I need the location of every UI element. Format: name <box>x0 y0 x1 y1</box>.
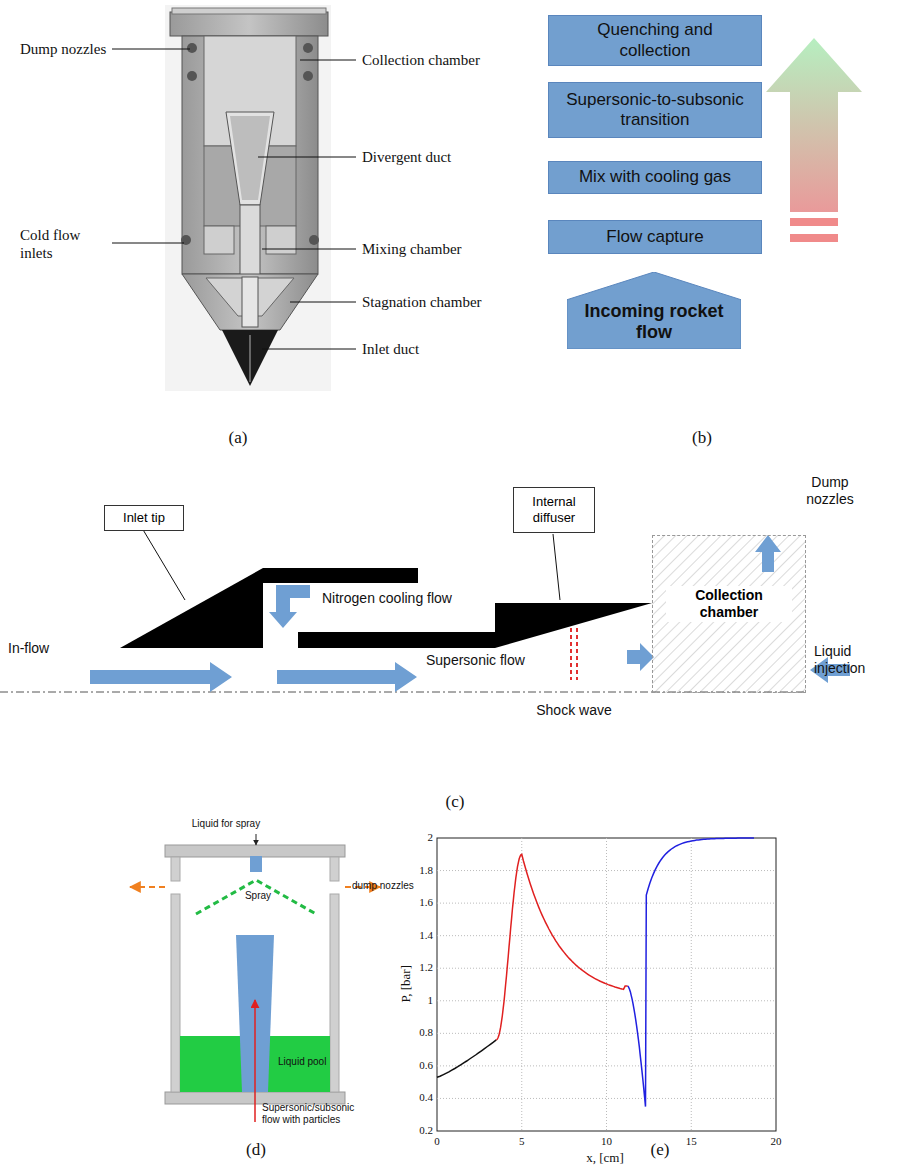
text-label: Cold flow inlets <box>20 226 100 262</box>
text-label: Dump nozzles <box>20 40 106 58</box>
inlet-schematic <box>0 528 850 693</box>
text-label: 15 <box>686 1135 697 1148</box>
text-label: Dump nozzles <box>800 474 860 508</box>
process-arrow <box>766 38 862 242</box>
text-label: 0.6 <box>419 1059 433 1072</box>
text-label: Liquid for spray <box>192 818 260 830</box>
chamber-sketch <box>130 834 380 1122</box>
text-label: Divergent duct <box>362 148 451 166</box>
chamber-region: Collection chamber <box>652 535 806 693</box>
text-label: In-flow <box>8 640 49 657</box>
process-box: Quenching and collection <box>548 15 762 66</box>
text-label: 2 <box>428 831 434 844</box>
text-label: 0.8 <box>419 1026 433 1039</box>
chart-grid <box>437 838 776 1131</box>
text-label: 0 <box>434 1135 440 1148</box>
node-text: Flow capture <box>606 227 703 247</box>
text-label: Collection chamber <box>362 51 480 69</box>
callout-box: Inlet tip <box>104 505 184 531</box>
callout-box: Internal diffuser <box>513 487 595 533</box>
text-label: 1.6 <box>419 896 433 909</box>
text-label: 1.2 <box>419 961 433 974</box>
node-text: Inlet tip <box>123 510 165 526</box>
text-label: Inlet duct <box>362 340 419 358</box>
text-label: Spray <box>245 890 271 902</box>
chart-curves <box>437 838 754 1107</box>
device-cutaway <box>165 5 331 391</box>
text-label: 0.4 <box>419 1091 433 1104</box>
text-label: Supersonic/subsonic flow with particles <box>262 1102 372 1126</box>
text-label: 1.4 <box>419 929 433 942</box>
node-text: Quenching and collection <box>575 20 735 61</box>
text-label: Liquid injection <box>814 643 904 677</box>
text-label: 0.2 <box>419 1124 433 1137</box>
text-label: Supersonic flow <box>426 652 525 669</box>
text-label: (d) <box>246 1140 266 1160</box>
node-text: Mix with cooling gas <box>579 167 731 187</box>
text-label: x, [cm] <box>586 1150 624 1166</box>
text-label: 10 <box>601 1135 612 1148</box>
node-text: Incoming rocket flow <box>584 301 724 342</box>
text-label: (e) <box>651 1140 670 1160</box>
leader-lines <box>112 49 356 349</box>
chart-frame <box>437 838 776 1131</box>
text-label: 1 <box>428 994 434 1007</box>
axis-label: P, [bar] <box>398 965 414 1003</box>
text-label: (b) <box>692 428 712 448</box>
process-box: Supersonic-to-subsonic transition <box>548 82 762 138</box>
text-label: (c) <box>446 792 465 812</box>
text-label: Nitrogen cooling flow <box>322 590 452 607</box>
process-box: Mix with cooling gas <box>548 161 762 194</box>
text-label: dump nozzles <box>352 880 414 892</box>
text-label: 1.8 <box>419 864 433 877</box>
text-label: 20 <box>771 1135 782 1148</box>
text-label: 5 <box>519 1135 525 1148</box>
text-label: (a) <box>229 428 248 448</box>
text-label: Liquid pool <box>278 1056 326 1068</box>
node-text: Collection chamber <box>666 586 792 622</box>
process-box: Flow capture <box>548 220 762 254</box>
input-pentagon: Incoming rocket flow <box>567 272 741 349</box>
text-label: Mixing chamber <box>362 240 462 258</box>
node-text: Supersonic-to-subsonic transition <box>555 90 755 131</box>
text-label: Stagnation chamber <box>362 293 482 311</box>
node-text: Internal diffuser <box>518 494 590 525</box>
text-label: Shock wave <box>536 702 611 719</box>
